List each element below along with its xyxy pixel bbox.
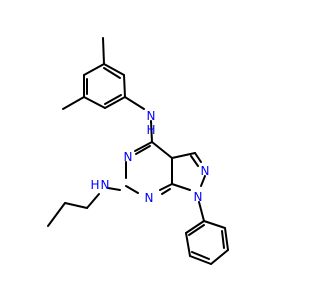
bond [188,224,205,236]
bond [64,202,88,209]
bond [185,220,205,234]
bond [107,187,121,191]
bond [151,141,173,159]
bond [83,96,106,109]
bond [194,152,202,163]
bond [224,227,229,251]
bond [150,120,153,143]
bond [191,251,210,260]
atom-label-h: H [146,123,155,137]
bond [185,232,191,257]
atom-N-amino1: N H [146,109,155,137]
bond [123,74,126,98]
bond [200,175,206,187]
bond [47,202,66,227]
bond [62,96,85,110]
bond [203,220,226,229]
bond [124,96,145,110]
bond [86,193,100,209]
bond [83,63,105,76]
atom-N-ring7: N [145,191,154,205]
bond [161,188,171,195]
bond [190,155,199,167]
atom-N-pyrazole: N [201,164,210,178]
atom-N-phenyl: N [194,190,203,204]
atom-label-n: N [101,178,110,192]
bond [103,67,121,79]
bond [189,255,212,265]
atom-label-n: N [147,109,156,123]
bond [221,230,225,249]
molecule-structure: N H N N H N N N [47,37,229,265]
bond [210,249,229,265]
bond [125,185,139,194]
atom-N-ring5: N [124,150,133,164]
bond [134,141,153,152]
bond [104,94,122,105]
atom-label-n: N [201,164,210,178]
bond [104,96,126,109]
atom-label-n: N [145,191,154,205]
bond [171,152,196,159]
bond [159,183,173,191]
atom-label-n: N [194,190,203,204]
atom-label-n: N [124,150,133,164]
bond [198,201,205,222]
bond [103,63,125,76]
bond [171,183,191,191]
atom-label-h: H [90,178,99,192]
bond [135,145,151,155]
bond [102,37,105,65]
atom-N-amino2: H N [90,178,109,192]
bond-layer [47,37,229,265]
